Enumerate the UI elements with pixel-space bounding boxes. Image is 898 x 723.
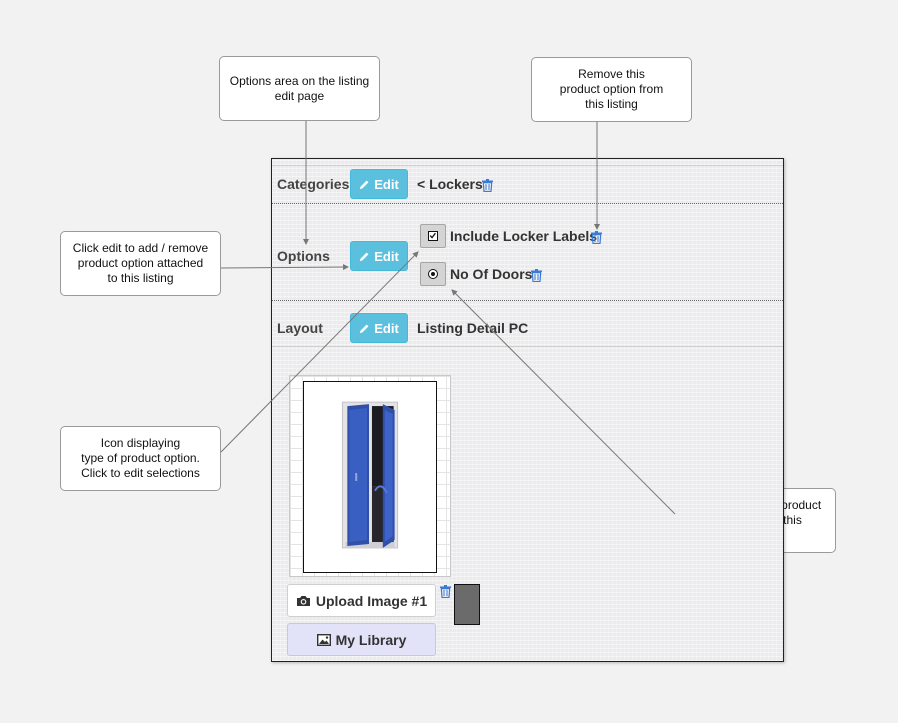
pencil-icon [360, 324, 369, 333]
options-edit-label: Edit [374, 248, 399, 264]
radio-option-icon[interactable] [420, 262, 446, 286]
locker-image [341, 401, 399, 549]
callout-options-area-text: Options area on the listing edit page [229, 73, 370, 103]
product-image[interactable] [303, 381, 437, 573]
radio-icon [428, 269, 438, 279]
callout-icon-display: Icon displaying type of product option. … [60, 426, 221, 491]
layout-edit-label: Edit [374, 320, 399, 336]
option-name-no-of-doors[interactable]: No Of Doors [450, 266, 533, 282]
category-value: < Lockers [417, 176, 483, 192]
callout-remove-option-text: Remove this product option from this lis… [559, 67, 664, 111]
checkbox-icon [428, 231, 438, 241]
callout-click-edit-text: Click edit to add / remove product optio… [72, 241, 209, 285]
upload-image-label: Upload Image #1 [315, 592, 428, 609]
categories-edit-button[interactable]: Edit [350, 169, 408, 199]
image-icon [316, 633, 331, 646]
listing-edit-panel: Categories Edit < Lockers Options Edit I… [271, 158, 784, 662]
options-label: Options [277, 248, 330, 264]
callout-click-edit: Click edit to add / remove product optio… [60, 231, 221, 296]
option-name-locker-labels[interactable]: Include Locker Labels [450, 228, 598, 244]
camera-icon [296, 595, 310, 606]
trash-icon[interactable] [531, 269, 542, 282]
callout-icon-display-text: Icon displaying type of product option. … [81, 436, 200, 480]
panel-top-rule [272, 165, 783, 166]
layout-label: Layout [277, 320, 323, 336]
categories-edit-label: Edit [374, 176, 399, 192]
my-library-button[interactable]: My Library [287, 623, 436, 656]
trash-icon[interactable] [591, 231, 602, 244]
checkbox-option-icon[interactable] [420, 224, 446, 248]
options-edit-button[interactable]: Edit [350, 241, 408, 271]
callout-remove-option: Remove this product option from this lis… [531, 57, 692, 122]
image-slot [289, 375, 451, 577]
pencil-icon [360, 252, 369, 261]
categories-label: Categories [277, 176, 350, 192]
row-divider [272, 346, 783, 347]
row-divider [272, 300, 783, 301]
layout-edit-button[interactable]: Edit [350, 313, 408, 343]
callout-options-area: Options area on the listing edit page [219, 56, 380, 121]
my-library-label: My Library [335, 631, 407, 648]
image-thumbnail[interactable] [454, 584, 480, 625]
row-divider [272, 203, 783, 204]
layout-value: Listing Detail PC [417, 320, 529, 336]
upload-image-button[interactable]: Upload Image #1 [287, 584, 436, 617]
trash-icon[interactable] [482, 179, 493, 192]
pencil-icon [360, 180, 369, 189]
trash-icon[interactable] [440, 585, 451, 598]
